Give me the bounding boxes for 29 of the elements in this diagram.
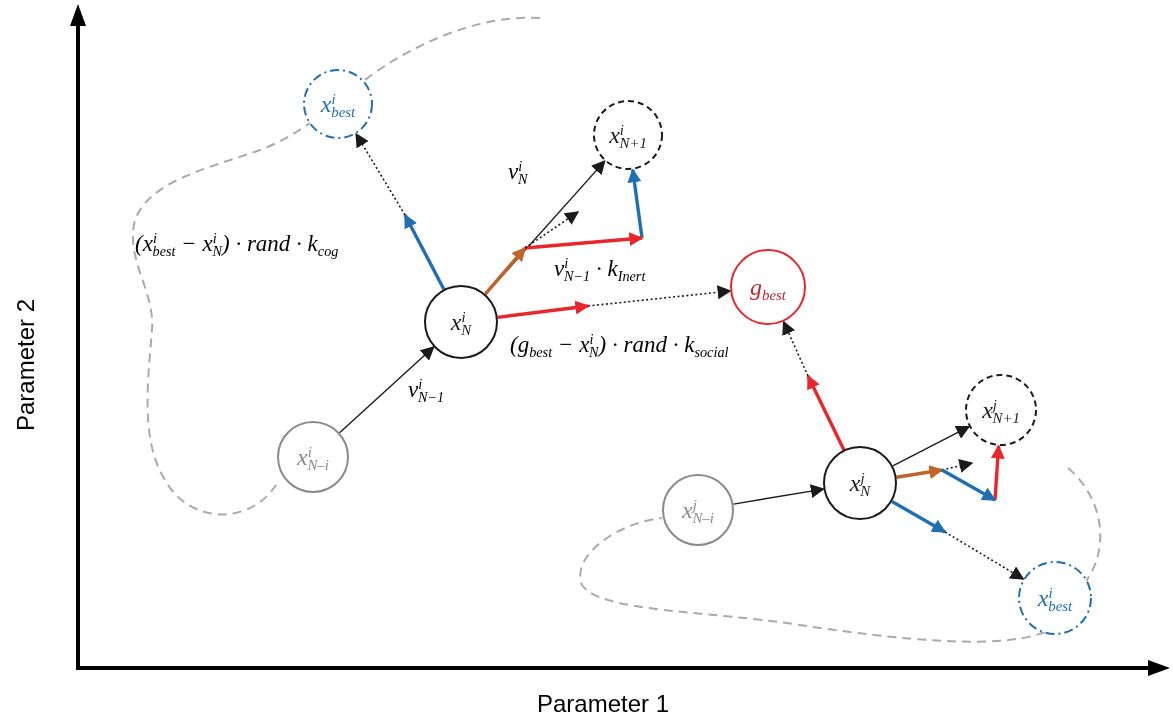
arrow bbox=[896, 465, 944, 479]
arrow bbox=[990, 444, 1005, 501]
arrow bbox=[587, 285, 732, 307]
arrow bbox=[403, 213, 446, 290]
arrow bbox=[892, 425, 971, 467]
node-label: g$_{best}$ bbox=[750, 275, 786, 299]
particle-circle bbox=[730, 249, 806, 325]
particle-circle bbox=[823, 446, 897, 520]
axis-title: Parameter 1 bbox=[536, 692, 670, 716]
particle-circle bbox=[277, 421, 349, 493]
particle-circle bbox=[303, 69, 373, 139]
arrow bbox=[944, 531, 1025, 580]
arrow bbox=[355, 132, 406, 216]
particle-circle bbox=[662, 474, 734, 546]
particle-circle bbox=[593, 100, 663, 170]
arrow bbox=[627, 168, 644, 239]
arrow bbox=[483, 246, 527, 296]
particle-circle bbox=[1018, 561, 1092, 635]
arrow bbox=[732, 484, 825, 505]
arrow bbox=[891, 500, 947, 534]
formula-label: (g$_{best}$ − x$^{i}$$_{N}$) · rand · k$_{social}$ bbox=[510, 333, 729, 356]
particle-circle bbox=[424, 285, 498, 359]
arrow bbox=[782, 320, 809, 377]
arrow bbox=[338, 346, 435, 434]
arrow bbox=[806, 374, 846, 451]
arrow bbox=[497, 300, 590, 320]
axis-title: Parameter 2 bbox=[14, 298, 38, 432]
particle-circle bbox=[965, 374, 1037, 446]
formula-label: v$^{i}$$_{N−1}$ · k$_{Inert}$ bbox=[554, 257, 646, 280]
